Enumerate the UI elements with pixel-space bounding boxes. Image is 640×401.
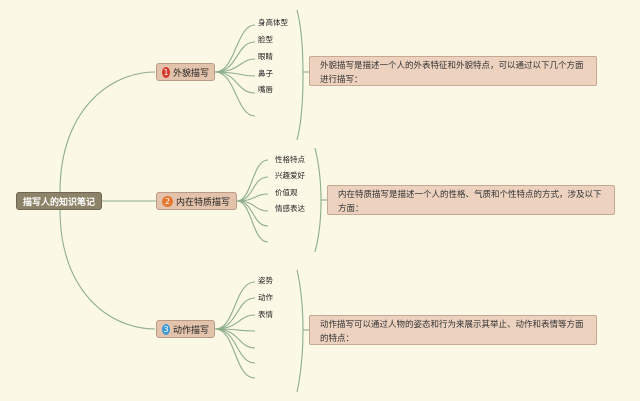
- note-action[interactable]: 动作描写可以通过人物的姿态和行为来展示其举止、动作和表情等方面的特点：: [309, 315, 597, 345]
- leaf-item[interactable]: 嘴唇: [258, 85, 273, 94]
- number-2-badge: 2: [162, 195, 173, 207]
- bracket-3: [296, 269, 304, 393]
- bracket-1: [296, 9, 304, 141]
- root-to-branch-3: [59, 209, 156, 330]
- leaf-item[interactable]: 表情: [258, 310, 273, 319]
- leaf-item[interactable]: 兴趣爱好: [275, 171, 305, 180]
- number-1-badge: 1: [162, 66, 170, 78]
- leaf-item[interactable]: 身高体型: [258, 18, 288, 27]
- bracket-2: [314, 147, 322, 253]
- leaf-item[interactable]: 鼻子: [258, 69, 273, 78]
- root-label: 描写人的知识笔记: [22, 197, 95, 208]
- root-to-branch-1: [59, 71, 156, 193]
- branch-label: 动作描写: [172, 325, 209, 336]
- leaf-item[interactable]: 情感表达: [275, 204, 305, 213]
- leaf-item[interactable]: 性格特点: [275, 155, 305, 164]
- branch-node-action[interactable]: 3 动作描写: [156, 320, 215, 338]
- leaf-item[interactable]: 价值观: [275, 188, 298, 197]
- number-3-badge: 3: [162, 323, 170, 335]
- branch-label: 外貌描写: [172, 68, 209, 79]
- note-text: 动作描写可以通过人物的姿态和行为来展示其举止、动作和表情等方面的特点：: [320, 320, 584, 344]
- root-node[interactable]: 描写人的知识笔记: [16, 192, 102, 210]
- branch-label: 内在特质描写: [176, 197, 231, 208]
- note-inner-traits[interactable]: 内在特质描写是描述一个人的性格、气质和个性特点的方式，涉及以下方面：: [327, 185, 615, 215]
- note-text: 外貌描写是描述一个人的外表特征和外貌特点，可以通过以下几个方面进行描写：: [320, 61, 584, 85]
- leaf-item[interactable]: 眼睛: [258, 52, 273, 61]
- leaf-item[interactable]: 脸型: [258, 35, 273, 44]
- branch-node-inner-traits[interactable]: 2 内在特质描写: [156, 192, 237, 210]
- leaf-item[interactable]: 姿势: [258, 276, 273, 285]
- branch-node-appearance[interactable]: 1 外貌描写: [156, 63, 215, 81]
- leaf-item[interactable]: 动作: [258, 293, 273, 302]
- note-appearance[interactable]: 外貌描写是描述一个人的外表特征和外貌特点，可以通过以下几个方面进行描写：: [309, 56, 597, 86]
- note-text: 内在特质描写是描述一个人的性格、气质和个性特点的方式，涉及以下方面：: [338, 190, 602, 214]
